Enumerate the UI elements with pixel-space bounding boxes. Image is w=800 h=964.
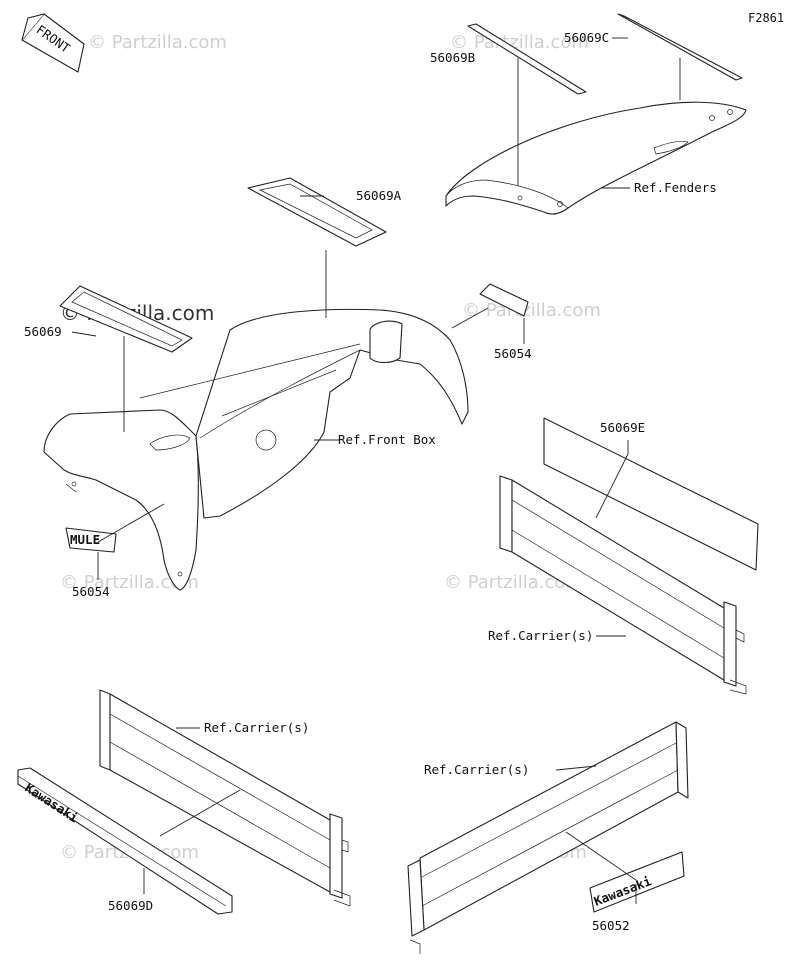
label-56069d: 56069D — [108, 898, 153, 913]
label-56069c: 56069C — [564, 30, 609, 45]
carrier-panel-bottom-right — [407, 721, 689, 954]
watermark: © Partzilla.com — [462, 300, 601, 321]
label-ref-carrier-right: Ref.Carrier(s) — [488, 628, 593, 643]
label-56069a: 56069A — [356, 188, 402, 203]
label-56069b: 56069B — [430, 50, 475, 65]
kawasaki-badge-56052: Kawasaki — [589, 851, 685, 913]
stripe-decal-56069b — [467, 23, 587, 95]
leader-lines — [71, 37, 681, 904]
decal-56054-right — [479, 283, 529, 317]
label-ref-carrier-bottom: Ref.Carrier(s) — [424, 762, 529, 777]
decal-sheet-56069e — [543, 417, 759, 571]
label-ref-front-box: Ref.Front Box — [338, 432, 436, 447]
decal-56069a — [247, 177, 387, 247]
rear-fender — [445, 101, 747, 215]
label-56054-left: 56054 — [72, 584, 110, 599]
watermark: © Partzilla.com — [60, 572, 199, 593]
decal-56069 — [59, 285, 193, 353]
front-arrow-icon: FRONT — [21, 13, 85, 73]
mule-decal: MULE — [65, 527, 117, 553]
label-56054-right: 56054 — [494, 346, 532, 361]
carrier-panel-left — [99, 689, 351, 907]
label-56069e: 56069E — [600, 420, 645, 435]
watermark: © Partzilla.com — [450, 32, 589, 53]
label-56052: 56052 — [592, 918, 630, 933]
mule-decal-text: MULE — [70, 532, 100, 547]
stripe-decal-56069c — [617, 13, 743, 81]
label-ref-carrier-left: Ref.Carrier(s) — [204, 720, 309, 735]
callout-labels: 56069C 56069B Ref.Fenders 56069A 56069 5… — [24, 30, 717, 933]
carrier-panel-right — [499, 475, 747, 695]
figure-code: F2861 — [748, 11, 784, 25]
label-56069: 56069 — [24, 324, 62, 339]
watermark: © Partzilla.com — [444, 572, 583, 593]
front-box — [43, 308, 469, 591]
watermark: © Partzilla.com — [88, 32, 227, 53]
label-ref-fenders: Ref.Fenders — [634, 180, 717, 195]
